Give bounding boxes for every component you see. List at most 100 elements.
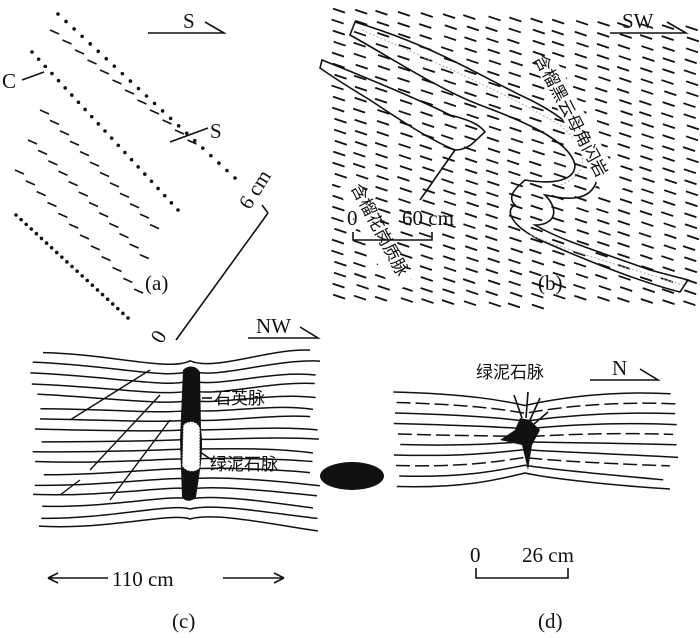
schistosity-dash xyxy=(598,285,612,291)
schistosity-dash xyxy=(595,108,608,115)
foliation-dot xyxy=(149,179,154,184)
foliation-dash xyxy=(98,212,109,218)
schistosity-dash xyxy=(486,158,499,165)
schistosity-dash xyxy=(510,203,523,210)
quartz-vein-label: 石英脉 xyxy=(214,389,265,409)
schistosity-dash xyxy=(574,173,588,180)
schistosity-dash xyxy=(576,239,590,246)
foliation-dash xyxy=(59,130,70,136)
schistosity-dash xyxy=(619,33,632,39)
schistosity-dash xyxy=(375,185,388,192)
shear-direction-arrow-b: SW xyxy=(610,9,689,34)
schistosity-dash xyxy=(442,288,455,294)
schistosity-dash xyxy=(354,19,368,26)
schistosity-dash xyxy=(398,220,412,226)
schistosity-dash xyxy=(332,194,345,201)
schistosity-dash xyxy=(399,209,412,215)
foliation-dot xyxy=(123,150,127,155)
schistosity-dash xyxy=(376,20,390,27)
schistosity-dash xyxy=(620,121,633,127)
schistosity-dash xyxy=(440,167,454,173)
schistosity-dash xyxy=(531,303,545,310)
schistosity-dash xyxy=(440,134,454,140)
schistosity-dash xyxy=(663,244,677,251)
foliation-line xyxy=(400,441,677,446)
schistosity-dash xyxy=(465,267,479,274)
schistosity-dash xyxy=(440,211,454,217)
schistosity-dash xyxy=(419,34,432,40)
schistosity-dash xyxy=(531,94,545,101)
schistosity-dash xyxy=(331,238,345,245)
schistosity-dash xyxy=(444,24,458,31)
schistosity-dash xyxy=(573,184,587,191)
schistosity-dash xyxy=(532,83,545,90)
foliation-dash xyxy=(174,129,185,135)
schistosity-dash xyxy=(619,99,632,105)
scale-zero-a: 0 xyxy=(145,326,171,347)
shear-direction-arrow-a: S xyxy=(148,9,227,34)
schistosity-dash xyxy=(684,256,697,263)
schistosity-dash xyxy=(509,104,523,111)
foliation-dash xyxy=(149,223,160,230)
schistosity-dash xyxy=(641,188,654,194)
foliation-line xyxy=(43,349,311,366)
schistosity-dash xyxy=(332,95,346,102)
schistosity-dash xyxy=(617,143,631,149)
c-plane-label: C xyxy=(2,69,16,93)
schistosity-dash xyxy=(331,249,344,256)
schistosity-dash xyxy=(684,212,697,219)
schistosity-dash xyxy=(617,22,630,28)
schistosity-dash xyxy=(418,232,432,238)
foliation-dash xyxy=(25,180,36,186)
foliation-dash xyxy=(74,49,85,55)
foliation-dash xyxy=(119,233,129,239)
schistosity-dash xyxy=(397,88,411,94)
vein-centerline xyxy=(361,29,687,287)
schistosity-dash xyxy=(507,82,521,89)
chlorite-vein-segment xyxy=(181,421,201,472)
foliation-dot xyxy=(64,19,68,24)
schistosity-dash xyxy=(618,55,632,61)
schistosity-dash xyxy=(619,77,632,83)
schistosity-dash xyxy=(530,204,544,211)
schistosity-dash xyxy=(662,266,676,272)
schistosity-dash xyxy=(685,25,698,32)
schistosity-dash xyxy=(620,187,633,193)
schistosity-dash xyxy=(532,39,545,46)
caption-c: (c) xyxy=(172,609,195,633)
shear-direction-arrow-d: N xyxy=(590,356,661,381)
schistosity-dash xyxy=(398,198,411,204)
schistosity-dash xyxy=(420,254,434,260)
schistosity-dash xyxy=(398,154,412,160)
schistosity-dash xyxy=(664,178,678,185)
foliation-dash xyxy=(37,149,48,156)
schistosity-dash xyxy=(334,139,348,146)
schistosity-dash xyxy=(576,228,590,235)
schistosity-dash xyxy=(442,277,456,284)
foliation-dot xyxy=(144,94,149,98)
schistosity-dash xyxy=(464,36,477,43)
oblique-fracture xyxy=(109,419,171,501)
schistosity-dash xyxy=(620,110,633,116)
schistosity-dash xyxy=(641,243,655,249)
schistosity-dash xyxy=(486,191,499,198)
foliation-dot xyxy=(110,302,115,306)
foliation-dash xyxy=(124,89,135,95)
schistosity-dash xyxy=(507,225,521,232)
schistosity-dash xyxy=(642,287,656,293)
schistosity-dash xyxy=(331,51,345,58)
schistosity-dash xyxy=(662,200,676,207)
schistosity-dash xyxy=(420,12,434,18)
schistosity-dash xyxy=(486,136,500,143)
schistosity-dash xyxy=(598,197,611,203)
schistosity-dash xyxy=(529,182,543,189)
schistosity-dash xyxy=(399,165,413,171)
schistosity-dash xyxy=(662,101,675,107)
schistosity-dash xyxy=(487,257,500,264)
schistosity-dash xyxy=(353,294,367,301)
foliation-dash xyxy=(68,180,78,187)
schistosity-dash xyxy=(397,66,411,72)
schistosity-dash xyxy=(551,216,565,223)
schistosity-dash xyxy=(331,84,344,91)
schistosity-dash xyxy=(374,97,388,104)
